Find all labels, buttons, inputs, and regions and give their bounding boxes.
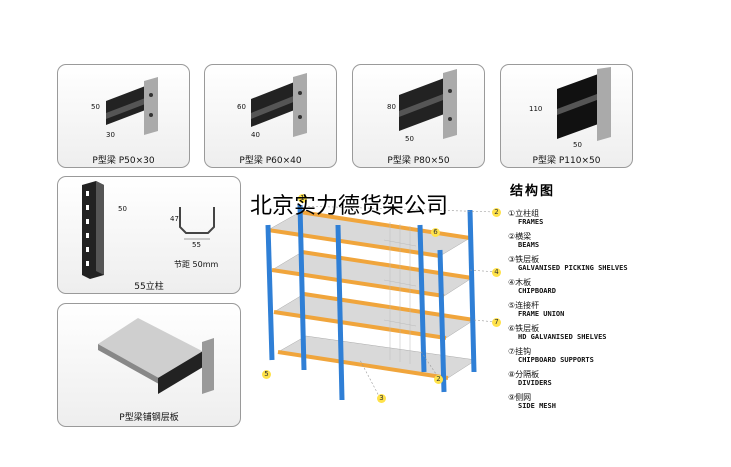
beam-height-dim: 80: [387, 103, 396, 111]
beam-caption: P型梁 P80×50: [387, 156, 450, 166]
beam-p50-drawing: [106, 77, 158, 135]
beam-width-dim: 40: [251, 131, 260, 139]
column-height-dim: 47: [170, 215, 179, 223]
callout-badge: 7: [492, 318, 501, 327]
beam-p80-drawing: [399, 69, 457, 139]
column-width-dim: 55: [192, 241, 201, 249]
deck-card: P型梁铺钢层板: [57, 303, 241, 427]
beam-height-dim: 110: [529, 105, 543, 113]
company-watermark: 北京实力德货架公司: [250, 194, 449, 219]
column-side-dim: 50: [118, 205, 127, 213]
deck-drawing: [98, 318, 214, 394]
beam-width-dim: 50: [573, 141, 582, 149]
beam-width-dim: 50: [405, 135, 414, 143]
callout-badge: 4: [492, 268, 501, 277]
beam-caption: P型梁 P50×30: [92, 156, 155, 166]
callout-badge: 2: [434, 375, 443, 384]
beam-card-p60x40: 60 40 P型梁 P60×40: [204, 64, 337, 168]
column-caption: 55立柱: [134, 282, 164, 292]
column-card: 50 47 55 节距 50mm 55立柱: [57, 176, 241, 294]
beam-p110-drawing: [557, 67, 611, 141]
callout-badge: 3: [377, 394, 386, 403]
deck-caption: P型梁铺钢层板: [119, 413, 179, 423]
column-drawing: [82, 181, 215, 279]
callout-badge: 5: [262, 370, 271, 379]
column-pitch-label: 节距 50mm: [174, 260, 219, 269]
beam-p60-drawing: [251, 73, 307, 137]
callout-badge: 6: [431, 228, 440, 237]
beam-height-dim: 60: [237, 103, 246, 111]
callout-badge: 2: [492, 208, 501, 217]
beam-card-p50x30: 50 30 P型梁 P50×30: [57, 64, 190, 168]
beam-caption: P型梁 P110×50: [532, 156, 601, 166]
beam-card-p110x50: 110 50 P型梁 P110×50: [500, 64, 633, 168]
beam-width-dim: 30: [106, 131, 115, 139]
beam-height-dim: 50: [91, 103, 100, 111]
beam-caption: P型梁 P60×40: [239, 156, 302, 166]
callout-badge: 1: [298, 194, 307, 203]
beam-card-p80x50: 80 50 P型梁 P80×50: [352, 64, 485, 168]
legend-title: 结构图: [510, 184, 556, 199]
